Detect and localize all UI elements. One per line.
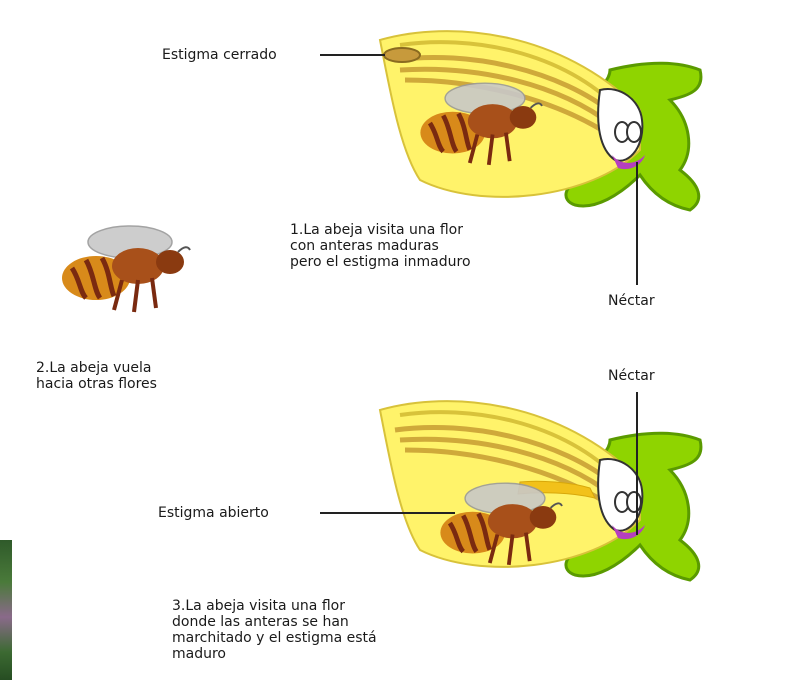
label-closed-stigma: Estigma cerrado	[162, 47, 277, 63]
step-3-line-3: marchitado y el estigma está	[172, 630, 377, 646]
step-3-line-1: 3.La abeja visita una flor	[172, 598, 377, 614]
bee-2	[62, 226, 190, 312]
step-2-line-2: hacia otras flores	[36, 376, 157, 392]
step-2-caption: 2.La abeja vuela hacia otras flores	[36, 360, 157, 392]
step-2-line-1: 2.La abeja vuela	[36, 360, 157, 376]
label-nectar-top: Néctar	[608, 293, 655, 309]
label-open-stigma: Estigma abierto	[158, 505, 269, 521]
step-3-caption: 3.La abeja visita una flor donde las ant…	[172, 598, 377, 662]
step-3-line-2: donde las anteras se han	[172, 614, 377, 630]
flower-mature-stigma	[380, 401, 701, 580]
step-1-line-2: con anteras maduras	[290, 238, 471, 254]
step-1-caption: 1.La abeja visita una flor con anteras m…	[290, 222, 471, 270]
step-1-line-1: 1.La abeja visita una flor	[290, 222, 471, 238]
step-1-line-3: pero el estigma inmaduro	[290, 254, 471, 270]
step-3-line-4: maduro	[172, 646, 377, 662]
label-nectar-bottom: Néctar	[608, 368, 655, 384]
flower-immature-stigma	[380, 31, 701, 210]
